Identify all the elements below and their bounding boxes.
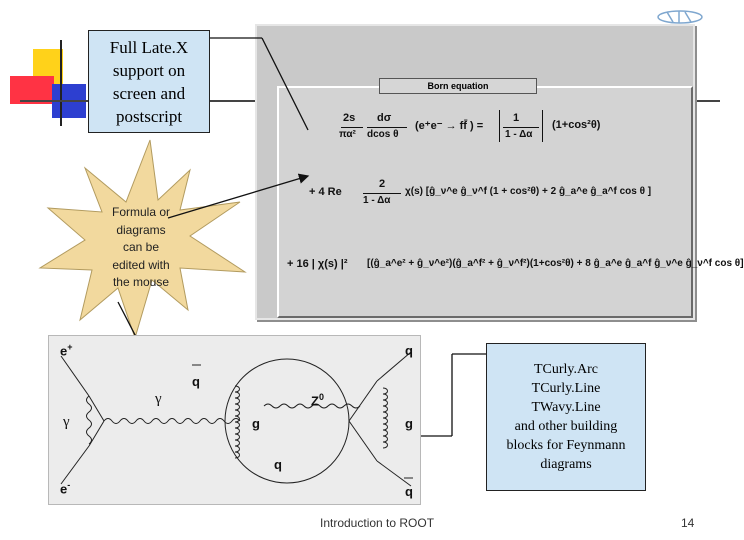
- label-q-bar-right: q: [405, 484, 413, 499]
- formula-term: 1: [513, 112, 520, 124]
- fermion-line[interactable]: [348, 420, 378, 462]
- formula-title: Born equation: [379, 78, 537, 94]
- abs-bar: [542, 110, 543, 142]
- formula-term: (e⁺e⁻ → ff̄ ) =: [415, 120, 484, 132]
- fermion-line[interactable]: [88, 420, 105, 447]
- formula-term: + 16 | χ(s) |²: [287, 258, 348, 270]
- feynman-line: TCurly.Line: [531, 381, 601, 396]
- fraction-bar: [367, 127, 407, 128]
- star-line: edited with: [112, 257, 170, 272]
- fermion-line[interactable]: [376, 351, 412, 382]
- latex-connector-line: [261, 37, 309, 131]
- decor-red-block: [10, 76, 54, 104]
- fermion-line[interactable]: [348, 380, 378, 422]
- formula-term: [(ĝ_a^e² + ĝ_ν^e²)(ĝ_a^f² + ĝ_ν^f²)(1+co…: [367, 258, 744, 269]
- fermion-line[interactable]: [60, 445, 90, 485]
- formula-term: (1+cos²θ): [552, 119, 601, 131]
- fraction-bar: [363, 193, 401, 194]
- curly-line[interactable]: [234, 385, 240, 459]
- abs-bar: [499, 110, 500, 142]
- label-e-plus: e+: [60, 342, 73, 359]
- quark-loop[interactable]: [224, 358, 350, 484]
- formula-term: χ(s) [ĝ_ν^e ĝ_ν^f (1 + cos²θ) + 2 ĝ_a^e …: [405, 186, 652, 197]
- formula-canvas-window[interactable]: Born equation 2s πα² dσ dcos θ (e⁺e⁻ → f…: [255, 24, 744, 320]
- feynman-line: TCurly.Arc: [533, 362, 598, 377]
- label-z0: Z0: [311, 392, 324, 409]
- label-gamma-mid: γ: [155, 391, 162, 407]
- feynman-line: TWavy.Line: [531, 400, 601, 415]
- latex-line: screen and: [112, 83, 186, 103]
- curly-line[interactable]: [382, 387, 388, 449]
- label-gamma-left: γ: [63, 414, 70, 430]
- label-e-minus: e-: [60, 480, 71, 497]
- feynman-line: blocks for Feynmann: [506, 438, 626, 453]
- formula-term: + 4 Re: [309, 186, 342, 198]
- feynman-line: and other building: [514, 419, 618, 434]
- formula-term: πα²: [339, 129, 356, 140]
- label-q-mid: q: [274, 457, 282, 472]
- formula-term: 2: [379, 178, 386, 190]
- formula-term: 2s: [343, 112, 356, 124]
- page-number: 14: [681, 516, 695, 530]
- decor-vertical-line: [60, 40, 62, 126]
- latex-callout: Full Late.X support on screen and postsc…: [88, 30, 210, 133]
- fermion-line[interactable]: [60, 355, 90, 397]
- fermion-line[interactable]: [88, 395, 105, 422]
- formula-term: dσ: [377, 112, 392, 124]
- feynman-line: diagrams: [540, 457, 592, 472]
- feynman-diagram-panel[interactable]: e+ e- γ γ q Z0 g q q g q: [48, 335, 421, 505]
- star-line: the mouse: [112, 275, 170, 289]
- wavy-line[interactable]: [86, 395, 92, 445]
- star-callout-text: Formula or diagrams can be edited with t…: [96, 204, 186, 292]
- star-line: diagrams: [116, 222, 166, 237]
- label-q-bar-mid: q: [192, 374, 200, 389]
- label-q-top-right: q: [405, 343, 413, 358]
- label-g-mid: g: [252, 416, 260, 431]
- feynman-diagram[interactable]: [49, 336, 422, 506]
- star-arrow-formula: [167, 173, 310, 219]
- formula-term: 1 - Δα: [505, 129, 533, 140]
- label-g-right: g: [405, 416, 413, 431]
- fermion-line[interactable]: [376, 460, 412, 487]
- formula-term: 1 - Δα: [363, 195, 391, 206]
- fraction-bar: [503, 127, 539, 128]
- formula-pad[interactable]: [277, 86, 693, 318]
- latex-line: Full Late.X: [109, 37, 189, 57]
- footer-title: Introduction to ROOT: [320, 516, 435, 530]
- star-line: Formula or: [111, 205, 170, 219]
- fraction-bar: [341, 127, 363, 128]
- latex-line: support on: [112, 60, 186, 80]
- star-line: can be: [122, 240, 160, 254]
- wavy-line[interactable]: [103, 418, 241, 424]
- formula-term: dcos θ: [367, 129, 399, 140]
- latex-line: postscript: [115, 106, 183, 126]
- feynman-callout: TCurly.Arc TCurly.Line TWavy.Line and ot…: [486, 343, 646, 491]
- logo-icon: [657, 10, 703, 24]
- wavy-line[interactable]: [263, 403, 361, 409]
